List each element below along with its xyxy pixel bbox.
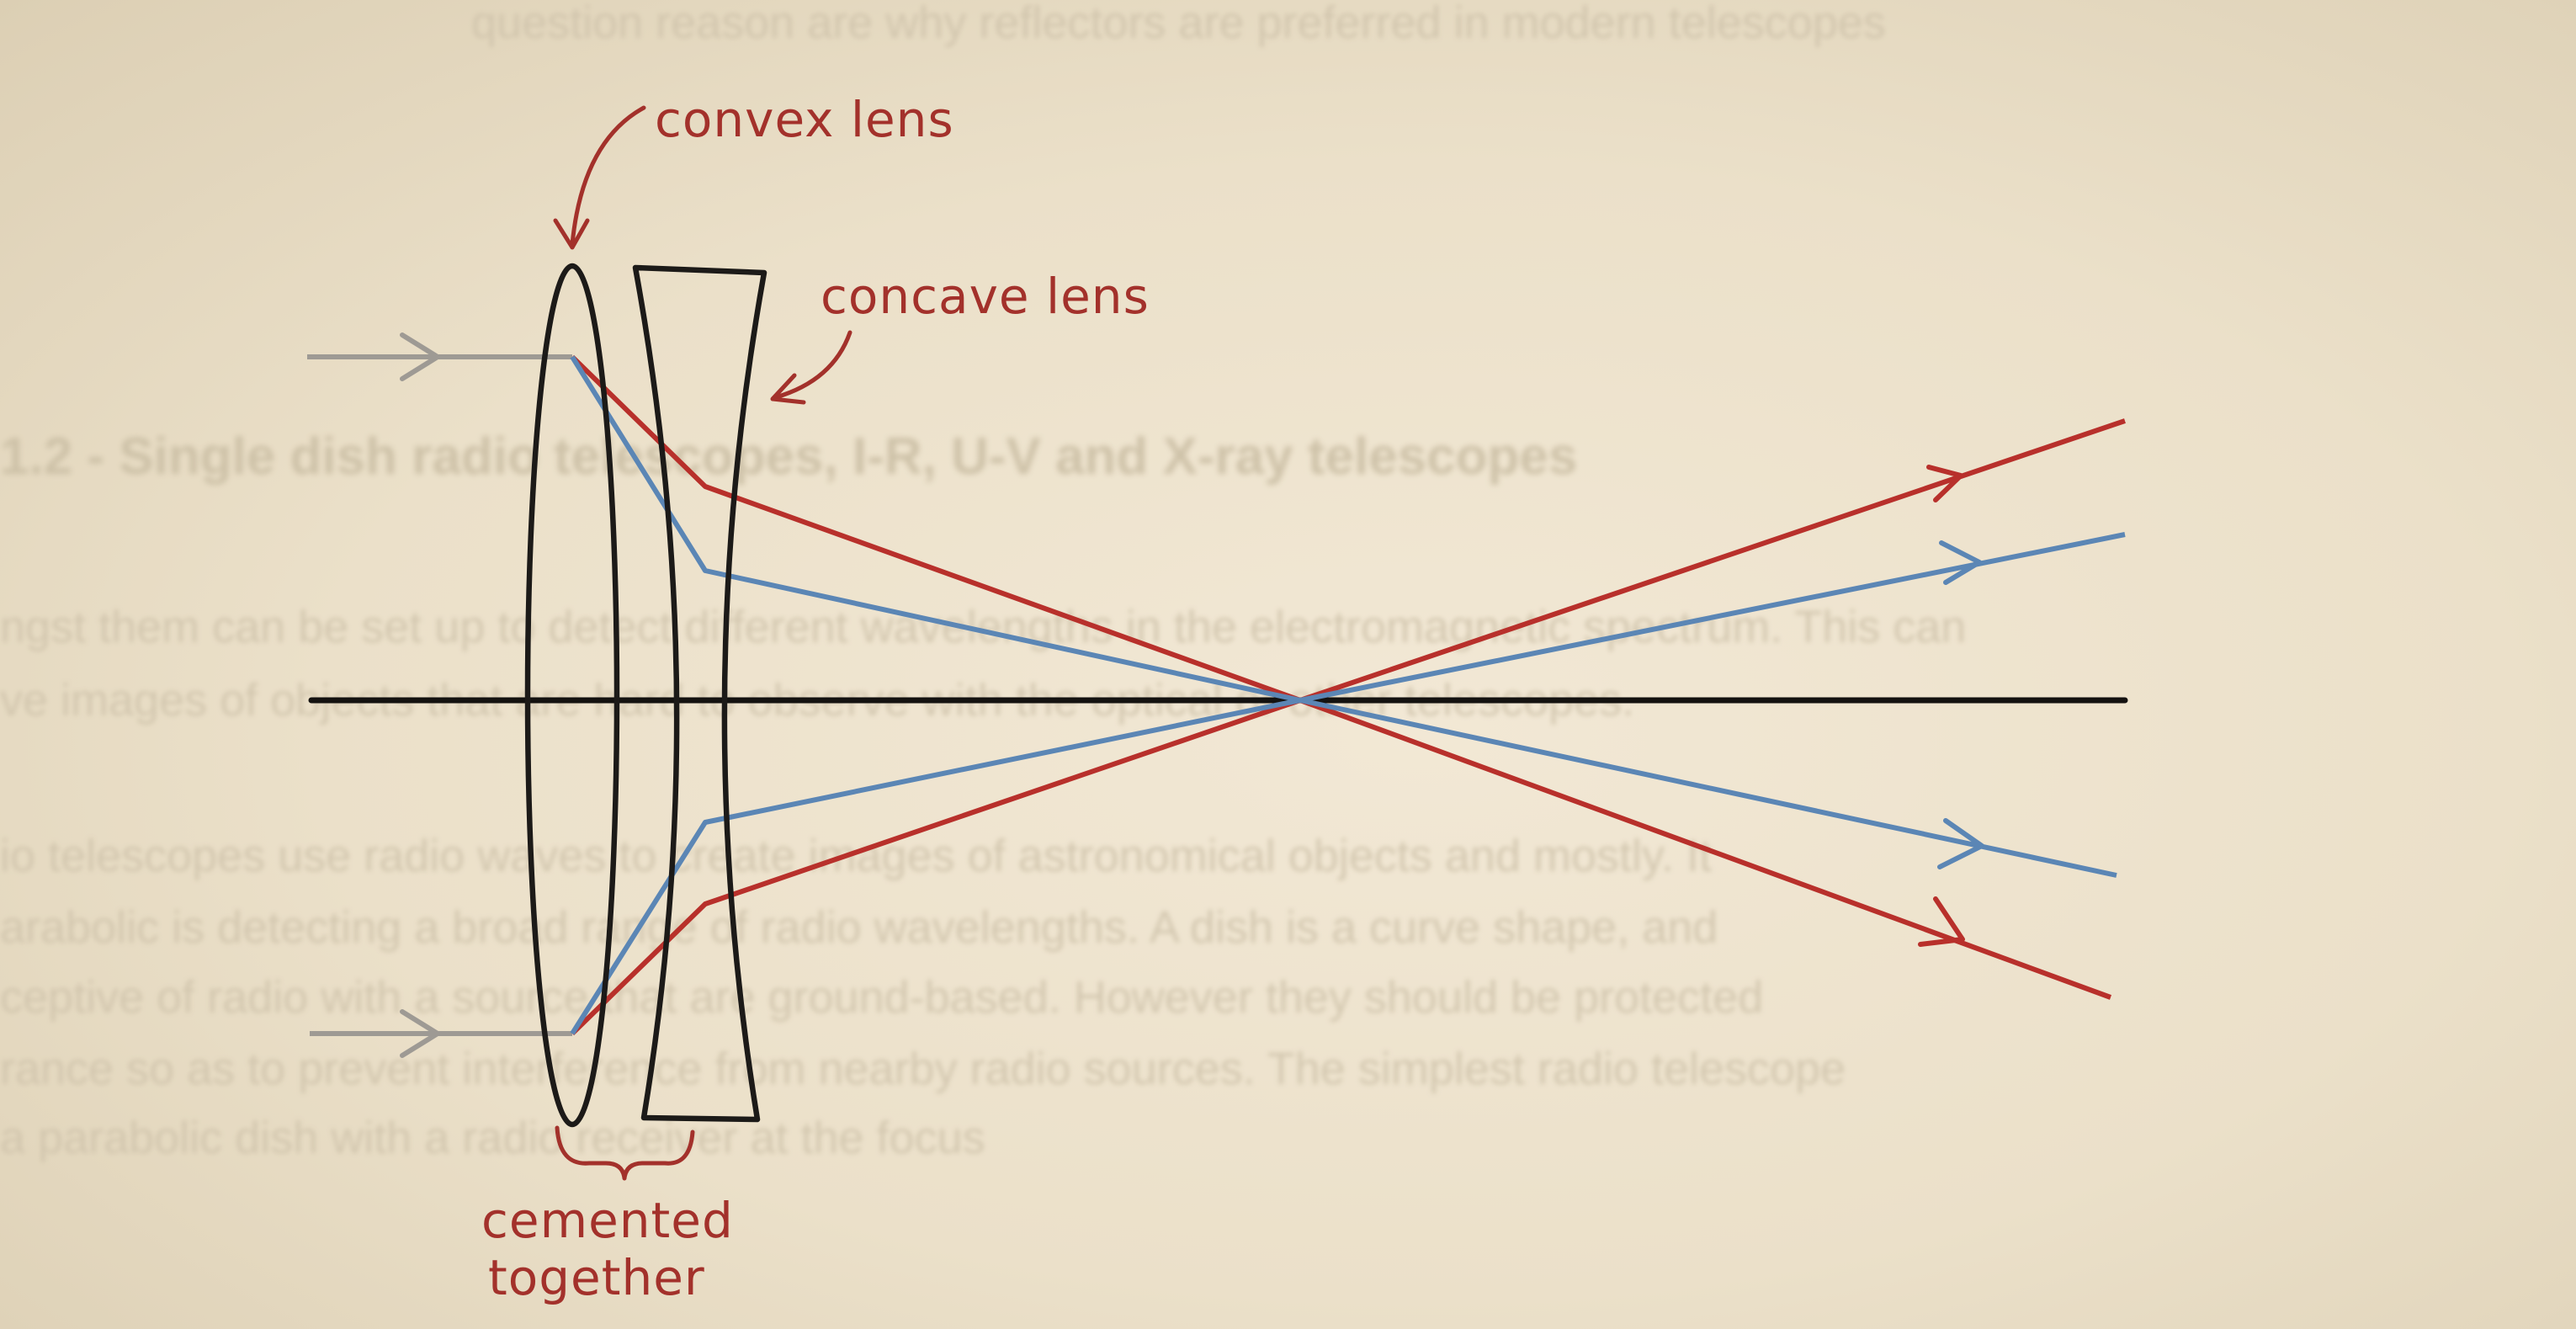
background-text-line: ngst them can be set up to detect differ… xyxy=(0,602,1967,652)
concave-label-arrow xyxy=(773,330,852,400)
concave-label-arrowhead xyxy=(770,373,806,405)
blue-ray-top xyxy=(570,355,2126,703)
background-heading: 1.2 - Single dish radio telescopes, I-R,… xyxy=(0,428,1578,486)
convex-lens xyxy=(524,263,620,1128)
red-ray-top xyxy=(570,354,2126,703)
cemented-label-line2: together xyxy=(488,1249,705,1306)
red-arrow-top xyxy=(1926,465,1963,502)
background-text-line: rance so as to prevent interference from… xyxy=(0,1044,1846,1094)
background-text-line: arabolic is detecting a broad range of r… xyxy=(0,902,1718,953)
incoming-arrow-bottom xyxy=(400,1009,440,1058)
background-text-line: a parabolic dish with a radio receiver a… xyxy=(0,1113,985,1163)
red-ray-bottom xyxy=(570,698,2112,1036)
background-text-line: ceptive of radio with a source that are … xyxy=(0,972,1764,1023)
blue-ray-bottom xyxy=(570,698,2117,1035)
convex-label-arrowhead xyxy=(553,218,590,250)
convex-label-arrow xyxy=(570,105,646,247)
concave-lens-label: concave lens xyxy=(821,268,1150,325)
incoming-arrow-top xyxy=(400,332,440,381)
background-text-line: io telescopes use radio waves to create … xyxy=(0,831,1712,881)
background-text-top: question reason are why reflectors are p… xyxy=(471,0,1886,48)
concave-lens xyxy=(632,264,767,1123)
cemented-brace xyxy=(555,1125,695,1181)
convex-lens-label: convex lens xyxy=(655,91,954,148)
red-arrow-bottom xyxy=(1918,896,1965,947)
cemented-label-line1: cemented xyxy=(481,1192,734,1249)
blue-arrow-top xyxy=(1939,540,1982,585)
blue-arrow-bottom xyxy=(1937,818,1984,869)
